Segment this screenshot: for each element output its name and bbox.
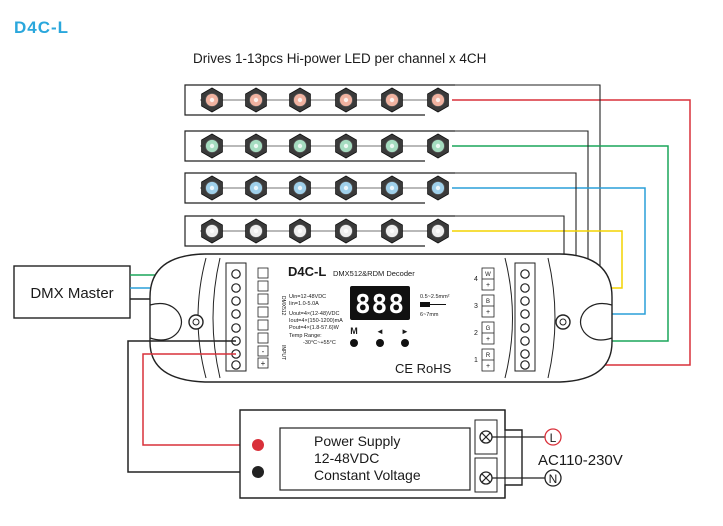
hi-power-led <box>245 175 267 201</box>
hi-power-led <box>245 218 267 244</box>
channel-wire <box>452 99 691 366</box>
channel-number: 2 <box>474 330 478 337</box>
decoder-device: - + DMX512 INPUT D4C-L DMX512&RDM Decode… <box>149 253 613 383</box>
decoder-name: D4C-L <box>288 264 326 279</box>
psu-positive-dot <box>252 439 264 451</box>
hi-power-led <box>201 218 223 244</box>
psu-line-3: Constant Voltage <box>314 467 421 483</box>
temp-values: -30°C~+55°C <box>303 340 336 346</box>
button-right-label: ► <box>401 327 409 336</box>
display-digits: 888 <box>355 290 405 320</box>
hi-power-led <box>335 175 357 201</box>
hi-power-led <box>289 87 311 113</box>
hi-power-led <box>427 175 449 201</box>
psu-line-2: 12-48VDC <box>314 450 379 466</box>
button-right[interactable] <box>401 339 409 347</box>
led-row-frame <box>184 84 455 116</box>
channel-label-block: 4 W + <box>474 267 495 291</box>
decoder-subtitle: DMX512&RDM Decoder <box>333 269 415 278</box>
hi-power-led <box>335 218 357 244</box>
hi-power-led <box>289 218 311 244</box>
spec-in-1: Uin=12-48VDC <box>289 294 326 300</box>
right-terminals <box>520 269 530 370</box>
temp-range: Temp Range: <box>289 333 322 339</box>
dmx-master: DMX Master <box>13 265 131 319</box>
led-strings <box>184 84 455 247</box>
model-title: D4C-L <box>14 18 69 37</box>
hi-power-led <box>289 175 311 201</box>
hi-power-led <box>381 87 403 113</box>
spec-out-2: Iout=4×(150-1200)mA <box>289 318 343 324</box>
drive-caption: Drives 1-13pcs Hi-power LED per channel … <box>193 51 486 66</box>
ac-L-label: L <box>550 431 557 445</box>
led-row-frame <box>184 130 455 162</box>
wire-strip: 6~7mm <box>420 312 439 318</box>
hi-power-led <box>381 175 403 201</box>
hi-power-led <box>427 133 449 159</box>
power-supply: Power Supply 12-48VDC Constant Voltage L… <box>239 409 623 499</box>
ac-voltage-label: AC110-230V <box>538 452 623 469</box>
button-left-label: ◄ <box>376 327 384 336</box>
dmx-master-label: DMX Master <box>30 285 113 302</box>
channel-labels: 4 W +3 B +2 G +1 R + <box>474 267 495 372</box>
input-side-label: INPUT <box>280 345 286 360</box>
led-row-frame <box>184 215 455 247</box>
hi-power-led <box>381 218 403 244</box>
channel-sign: + <box>486 282 490 289</box>
channel-number: 4 <box>474 276 478 283</box>
hi-power-led <box>245 133 267 159</box>
spec-out-3: Pout=4×(1.8-57.6)W <box>289 325 340 331</box>
spec-out-1: Uout=4×(12-48)VDC <box>289 311 339 317</box>
channel-sign: + <box>486 336 490 343</box>
hi-power-led <box>381 133 403 159</box>
input-minus: - <box>262 347 265 356</box>
channel-code: B <box>486 299 490 305</box>
channel-label-block: 2 G + <box>474 321 495 345</box>
certification-marks: CE RoHS <box>395 361 452 376</box>
channel-sign: + <box>486 309 490 316</box>
psu-line-1: Power Supply <box>314 433 400 449</box>
hi-power-led <box>201 133 223 159</box>
button-left[interactable] <box>376 339 384 347</box>
channel-code: R <box>486 353 491 359</box>
channel-label-block: 3 B + <box>474 294 495 318</box>
channel-label-block: 1 R + <box>474 348 495 372</box>
psu-negative-dot <box>252 466 264 478</box>
input-plus: + <box>261 359 266 368</box>
power-wires <box>127 340 258 473</box>
led-display <box>350 286 410 320</box>
button-m[interactable] <box>350 339 358 347</box>
hi-power-led <box>289 133 311 159</box>
hi-power-led <box>335 133 357 159</box>
wire-gauge: 0.5~2.5mm² <box>420 294 450 300</box>
channel-code: G <box>486 326 491 332</box>
hi-power-led <box>201 175 223 201</box>
hi-power-led <box>427 218 449 244</box>
dmx-side-label: DMX512 <box>280 296 286 316</box>
channel-code: W <box>485 272 491 278</box>
channel-sign: + <box>486 363 490 370</box>
ac-N-label: N <box>549 472 558 486</box>
led-row-frame <box>184 172 455 204</box>
hi-power-led <box>201 87 223 113</box>
hi-power-led <box>335 87 357 113</box>
hi-power-led <box>427 87 449 113</box>
hi-power-led <box>245 87 267 113</box>
channel-number: 3 <box>474 303 478 310</box>
button-m-label: M <box>350 326 358 336</box>
channel-number: 1 <box>474 357 478 364</box>
spec-in-2: Iin=1.0-5.0A <box>289 301 319 307</box>
